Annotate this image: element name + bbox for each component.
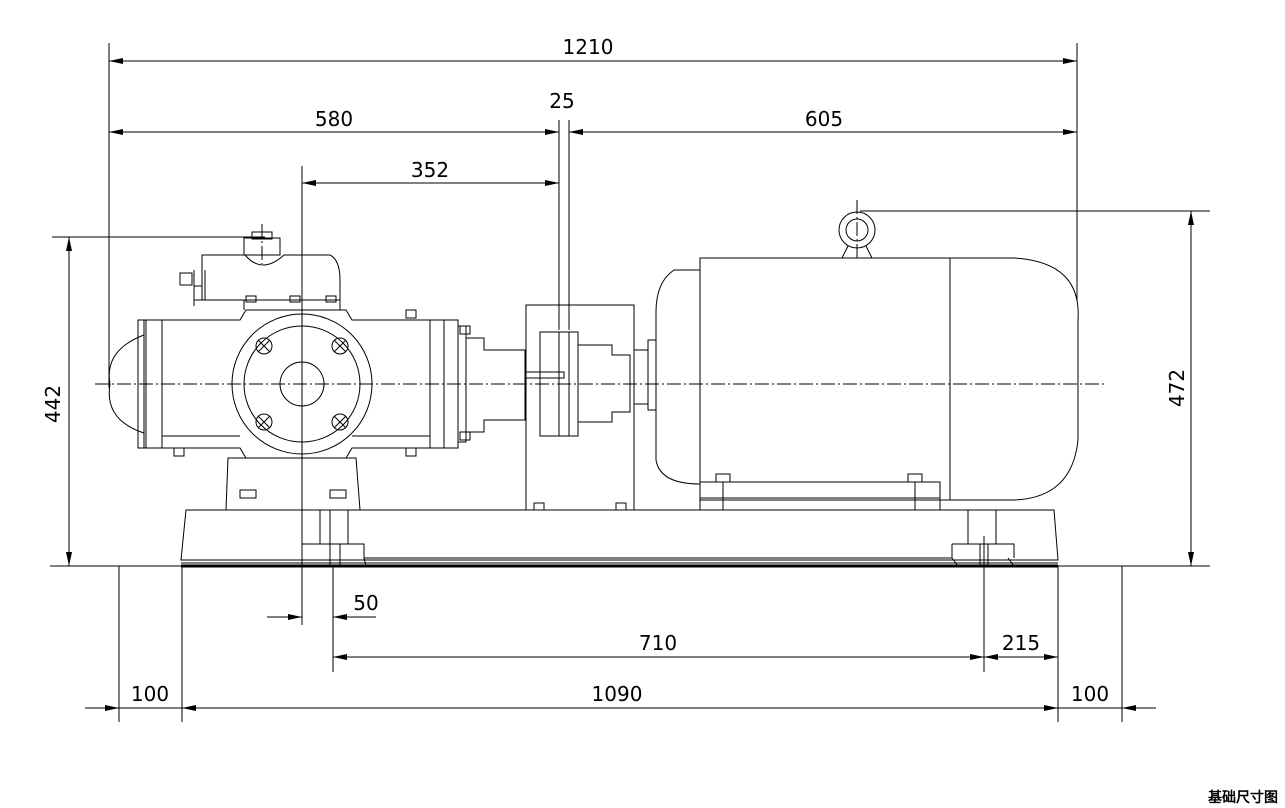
dim-bolt-spacing: 710 bbox=[639, 631, 677, 655]
centerlines bbox=[95, 200, 1105, 470]
dim-base-length: 1090 bbox=[592, 682, 643, 706]
coupling bbox=[525, 304, 635, 511]
drawing-caption: 基础尺寸图 bbox=[1208, 789, 1278, 806]
coupling-guard bbox=[525, 304, 635, 511]
pump-body bbox=[108, 231, 526, 511]
dim-coupling-gap: 25 bbox=[549, 89, 574, 113]
dim-foundation-margin-right: 100 bbox=[1071, 682, 1109, 706]
dim-overall-length: 1210 bbox=[563, 35, 614, 59]
motor-housing bbox=[699, 257, 1079, 501]
dim-coupling-to-motor-end: 605 bbox=[805, 107, 843, 131]
dim-pump-axis-offset: 50 bbox=[353, 591, 378, 615]
top-dimensions: 1210 580 25 605 352 bbox=[108, 35, 1078, 625]
dim-foundation-margin-left: 100 bbox=[131, 682, 169, 706]
base-frame bbox=[180, 509, 1059, 567]
pump-end-cap bbox=[108, 334, 145, 434]
dim-pump-to-coupling: 580 bbox=[315, 107, 353, 131]
dim-pump-axis-to-coupling: 352 bbox=[411, 158, 449, 182]
dim-pump-height: 442 bbox=[41, 385, 65, 423]
dim-motor-height: 472 bbox=[1165, 369, 1189, 407]
dim-motor-bolt-to-end: 215 bbox=[1002, 631, 1040, 655]
bottom-dimensions: 50 710 215 100 1090 100 bbox=[85, 536, 1156, 722]
vertical-dimensions: 442 472 bbox=[41, 210, 1210, 566]
flange-bolts bbox=[255, 337, 349, 431]
motor bbox=[633, 211, 1079, 511]
